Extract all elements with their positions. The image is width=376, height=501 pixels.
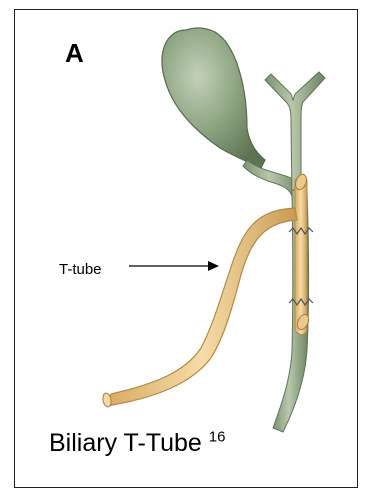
t-tube-label: T-tube <box>59 262 102 277</box>
figure-caption: Biliary T-Tube 16 <box>49 428 225 458</box>
caption-text: Biliary T-Tube <box>49 429 202 457</box>
caption-reference: 16 <box>209 429 226 446</box>
t-tube-illustration <box>15 10 358 488</box>
panel-letter: A <box>65 40 84 66</box>
pointer-arrow <box>129 261 219 271</box>
gallbladder-shape <box>162 28 265 168</box>
figure-frame: A T-tube Biliary T-Tube 16 <box>14 9 358 488</box>
t-tube-exit-shape <box>107 208 297 406</box>
t-tube-limb-shape <box>295 177 307 335</box>
